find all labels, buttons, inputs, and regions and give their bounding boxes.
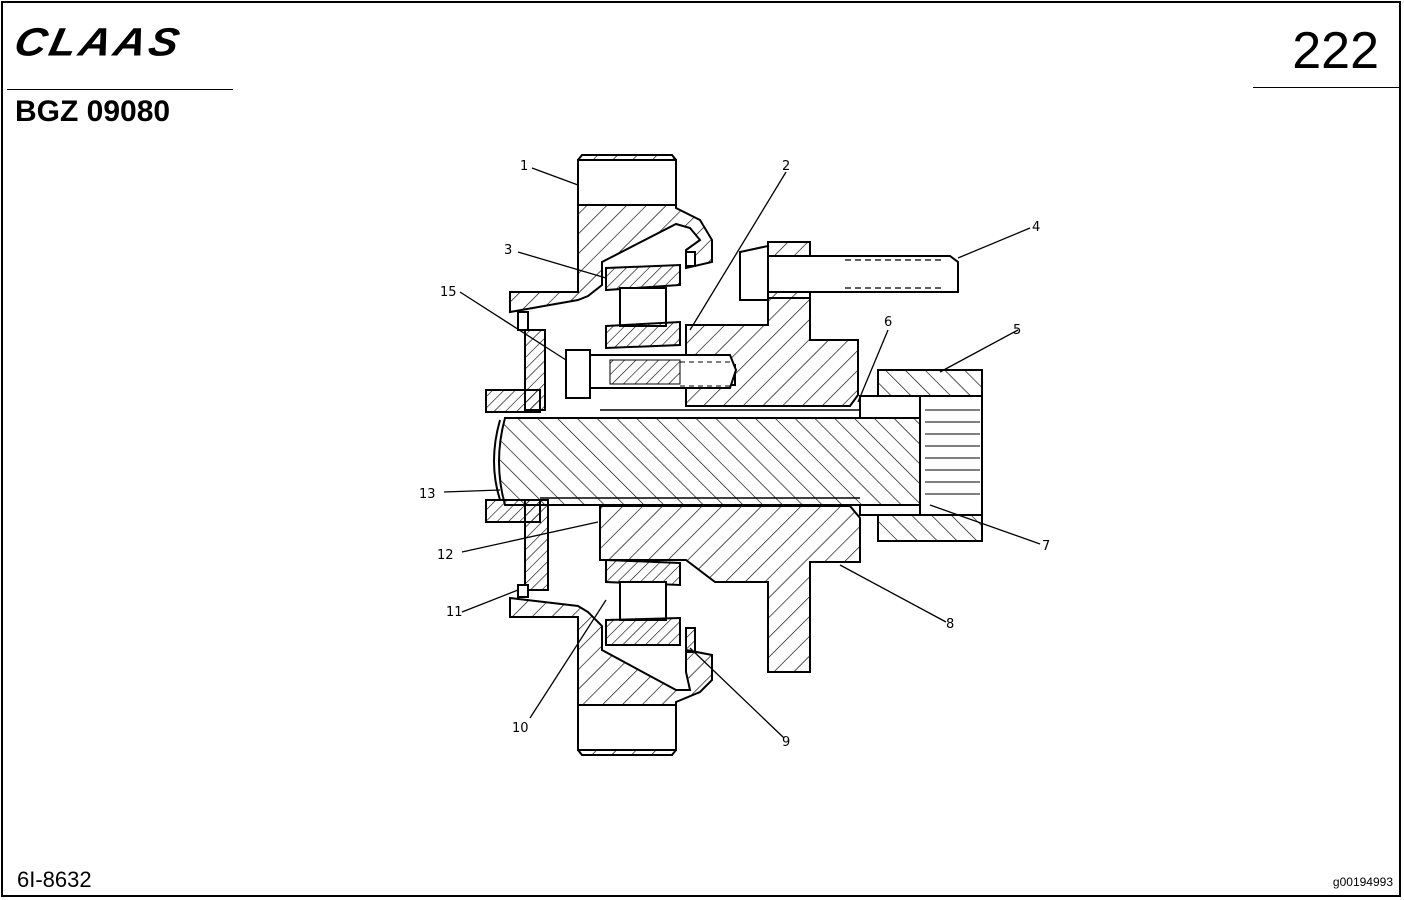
bolt-shank bbox=[767, 255, 959, 293]
nut-top bbox=[877, 369, 983, 397]
bearing-upper-roller bbox=[619, 287, 667, 327]
callout-9: 9 bbox=[782, 735, 790, 750]
nut-body bbox=[919, 395, 983, 516]
shaft-collar-lower bbox=[859, 504, 921, 516]
part-1-bottom-cap bbox=[577, 704, 677, 751]
group-code: BGZ 09080 bbox=[15, 95, 171, 128]
callout-5: 5 bbox=[1013, 323, 1021, 338]
bolt-head bbox=[739, 244, 769, 301]
callout-4: 4 bbox=[1032, 220, 1040, 235]
drawing-linework bbox=[485, 154, 983, 756]
page-number: 222 bbox=[1292, 22, 1379, 80]
header-rule-left bbox=[7, 89, 233, 90]
snap-ring-upper bbox=[685, 251, 696, 267]
part-1-top-cap bbox=[577, 159, 677, 206]
callout-11: 11 bbox=[446, 605, 463, 620]
part-8-upper bbox=[685, 297, 859, 407]
image-id: g00194993 bbox=[1332, 875, 1393, 889]
seal-11 bbox=[517, 584, 529, 598]
callout-7: 7 bbox=[1042, 539, 1050, 554]
reference-code: 6I-8632 bbox=[17, 867, 92, 892]
callout-3: 3 bbox=[504, 243, 512, 258]
bearing-upper-race bbox=[605, 263, 681, 292]
main-shaft bbox=[498, 417, 921, 506]
bearing-lower-race bbox=[605, 558, 681, 587]
lock-ring-13 bbox=[493, 419, 501, 501]
callout-12: 12 bbox=[437, 548, 454, 563]
snap-ring-lower bbox=[685, 627, 696, 653]
cap-screw-head bbox=[565, 349, 591, 399]
header-rule-right bbox=[1253, 87, 1399, 88]
callout-13: 13 bbox=[419, 487, 436, 502]
bearing-upper-inner bbox=[605, 320, 681, 350]
callout-6: 6 bbox=[884, 315, 892, 330]
bearing-lower-inner bbox=[605, 616, 681, 646]
callout-10: 10 bbox=[512, 721, 529, 736]
shaft-collar bbox=[859, 395, 921, 419]
seal-15 bbox=[517, 311, 529, 331]
bearing-lower-roller bbox=[619, 581, 667, 621]
nut-bottom bbox=[877, 514, 983, 542]
callout-15: 15 bbox=[440, 285, 457, 300]
end-cap-upper bbox=[485, 389, 541, 413]
part-8-lower bbox=[599, 505, 861, 673]
callout-labels: 1 2 3 4 5 6 7 8 9 10 11 12 13 15 bbox=[419, 159, 1050, 750]
leader-lines bbox=[443, 167, 1041, 739]
callout-2: 2 bbox=[782, 159, 790, 174]
callout-8: 8 bbox=[946, 617, 954, 632]
callout-1: 1 bbox=[520, 159, 528, 174]
